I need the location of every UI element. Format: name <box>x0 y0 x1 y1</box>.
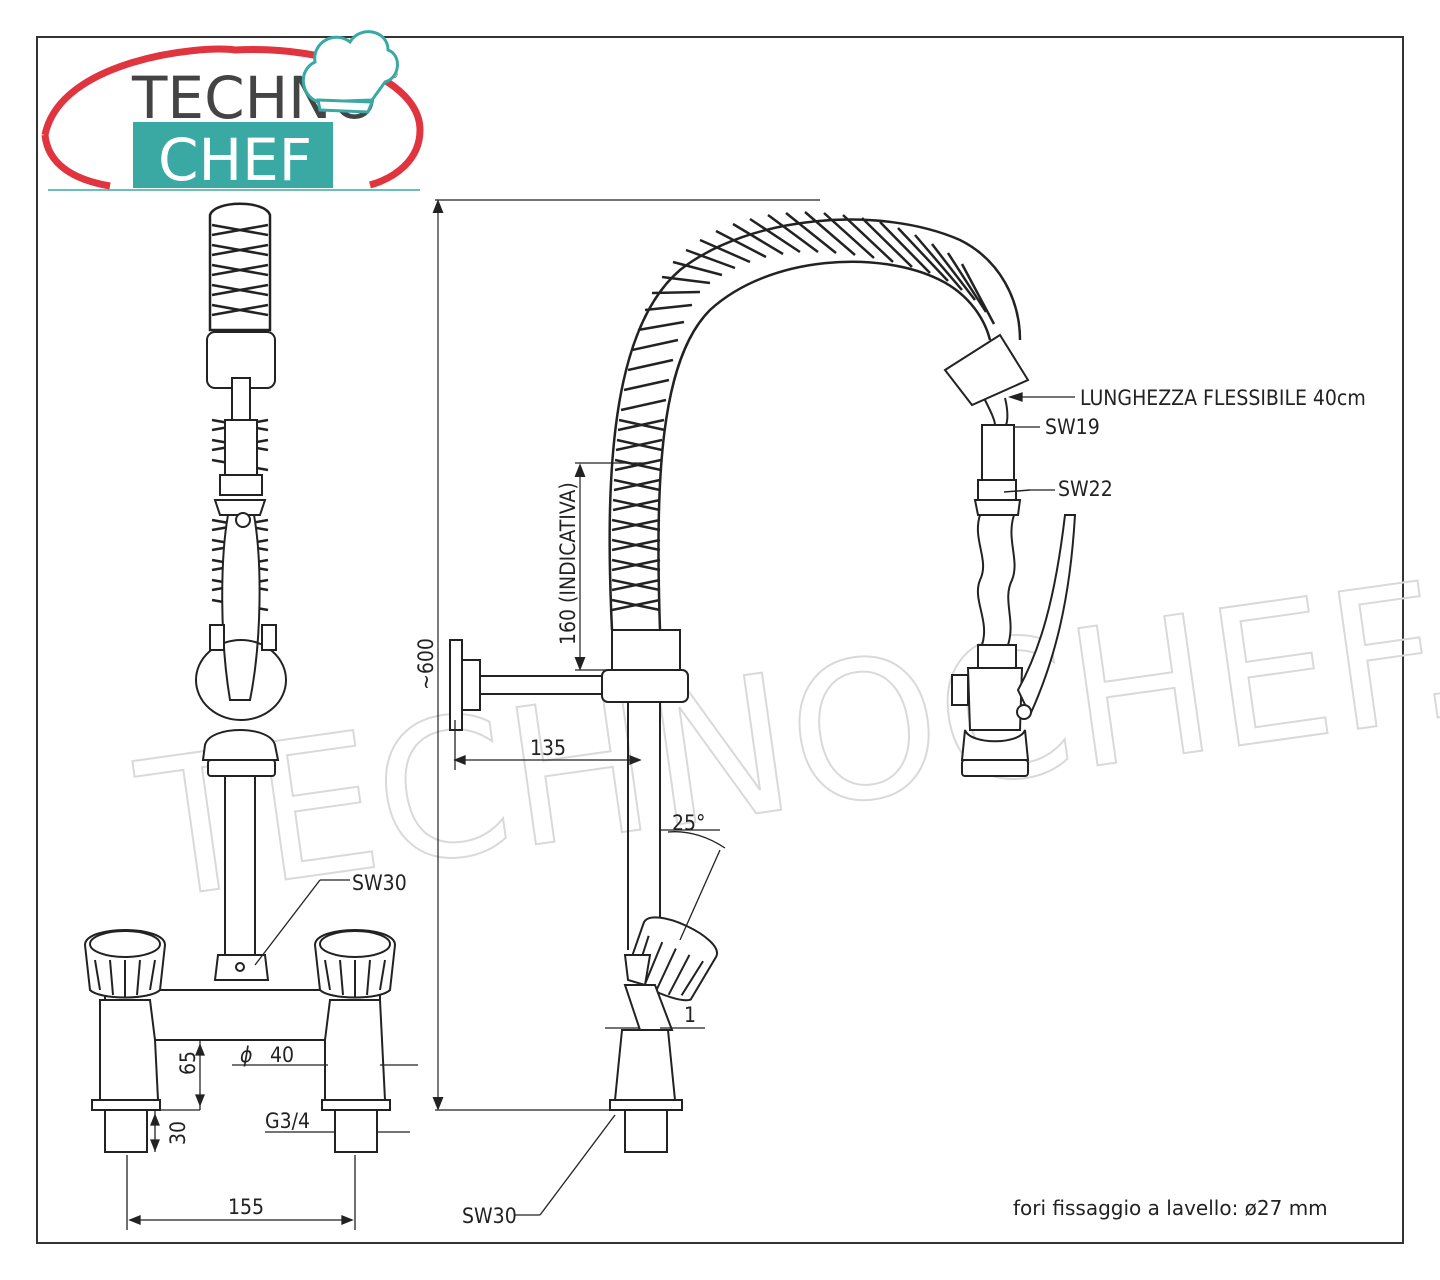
height-65-label: 65 <box>176 1051 200 1075</box>
angle-label: 25° <box>672 811 705 835</box>
front-spring <box>208 202 272 332</box>
front-right-knob <box>313 929 397 999</box>
side-annotations <box>453 392 1075 1216</box>
diameter-symbol: ϕ <box>240 1043 252 1067</box>
hose-length-label: LUNGHEZZA FLESSIBILE 40cm <box>1080 386 1366 410</box>
height-30-label: 30 <box>166 1121 190 1145</box>
width-155-label: 155 <box>228 1195 264 1219</box>
front-view <box>83 202 397 1153</box>
chef-hat-icon <box>301 30 399 114</box>
thread-label: G3/4 <box>265 1109 310 1133</box>
technochef-logo: TECHNO CHEF ® <box>41 30 424 194</box>
side-view <box>432 199 1077 1153</box>
sw19-label: SW19 <box>1045 415 1100 439</box>
diameter-value: 40 <box>270 1043 294 1067</box>
sw22-label: SW22 <box>1058 477 1113 501</box>
height-total-label: ~600 <box>414 638 438 690</box>
front-sw30-label: SW30 <box>352 871 407 895</box>
front-left-knob <box>83 929 167 999</box>
side-spring <box>608 211 1022 631</box>
arm-135-label: 135 <box>530 736 566 760</box>
footer-note: fori fissaggio a lavello: ø27 mm <box>1013 1196 1328 1220</box>
hose-travel-label: 160 (INDICATIVA) <box>556 482 580 645</box>
logo-line2: CHEF <box>158 126 312 194</box>
drawing-frame <box>36 36 1404 1244</box>
base-sw30-label: SW30 <box>462 1204 517 1228</box>
front-dimensions <box>126 879 418 1230</box>
watermark-text: TECHNOCHEF.IT <box>127 514 1440 943</box>
offset-1-label: 1 <box>684 1003 696 1027</box>
